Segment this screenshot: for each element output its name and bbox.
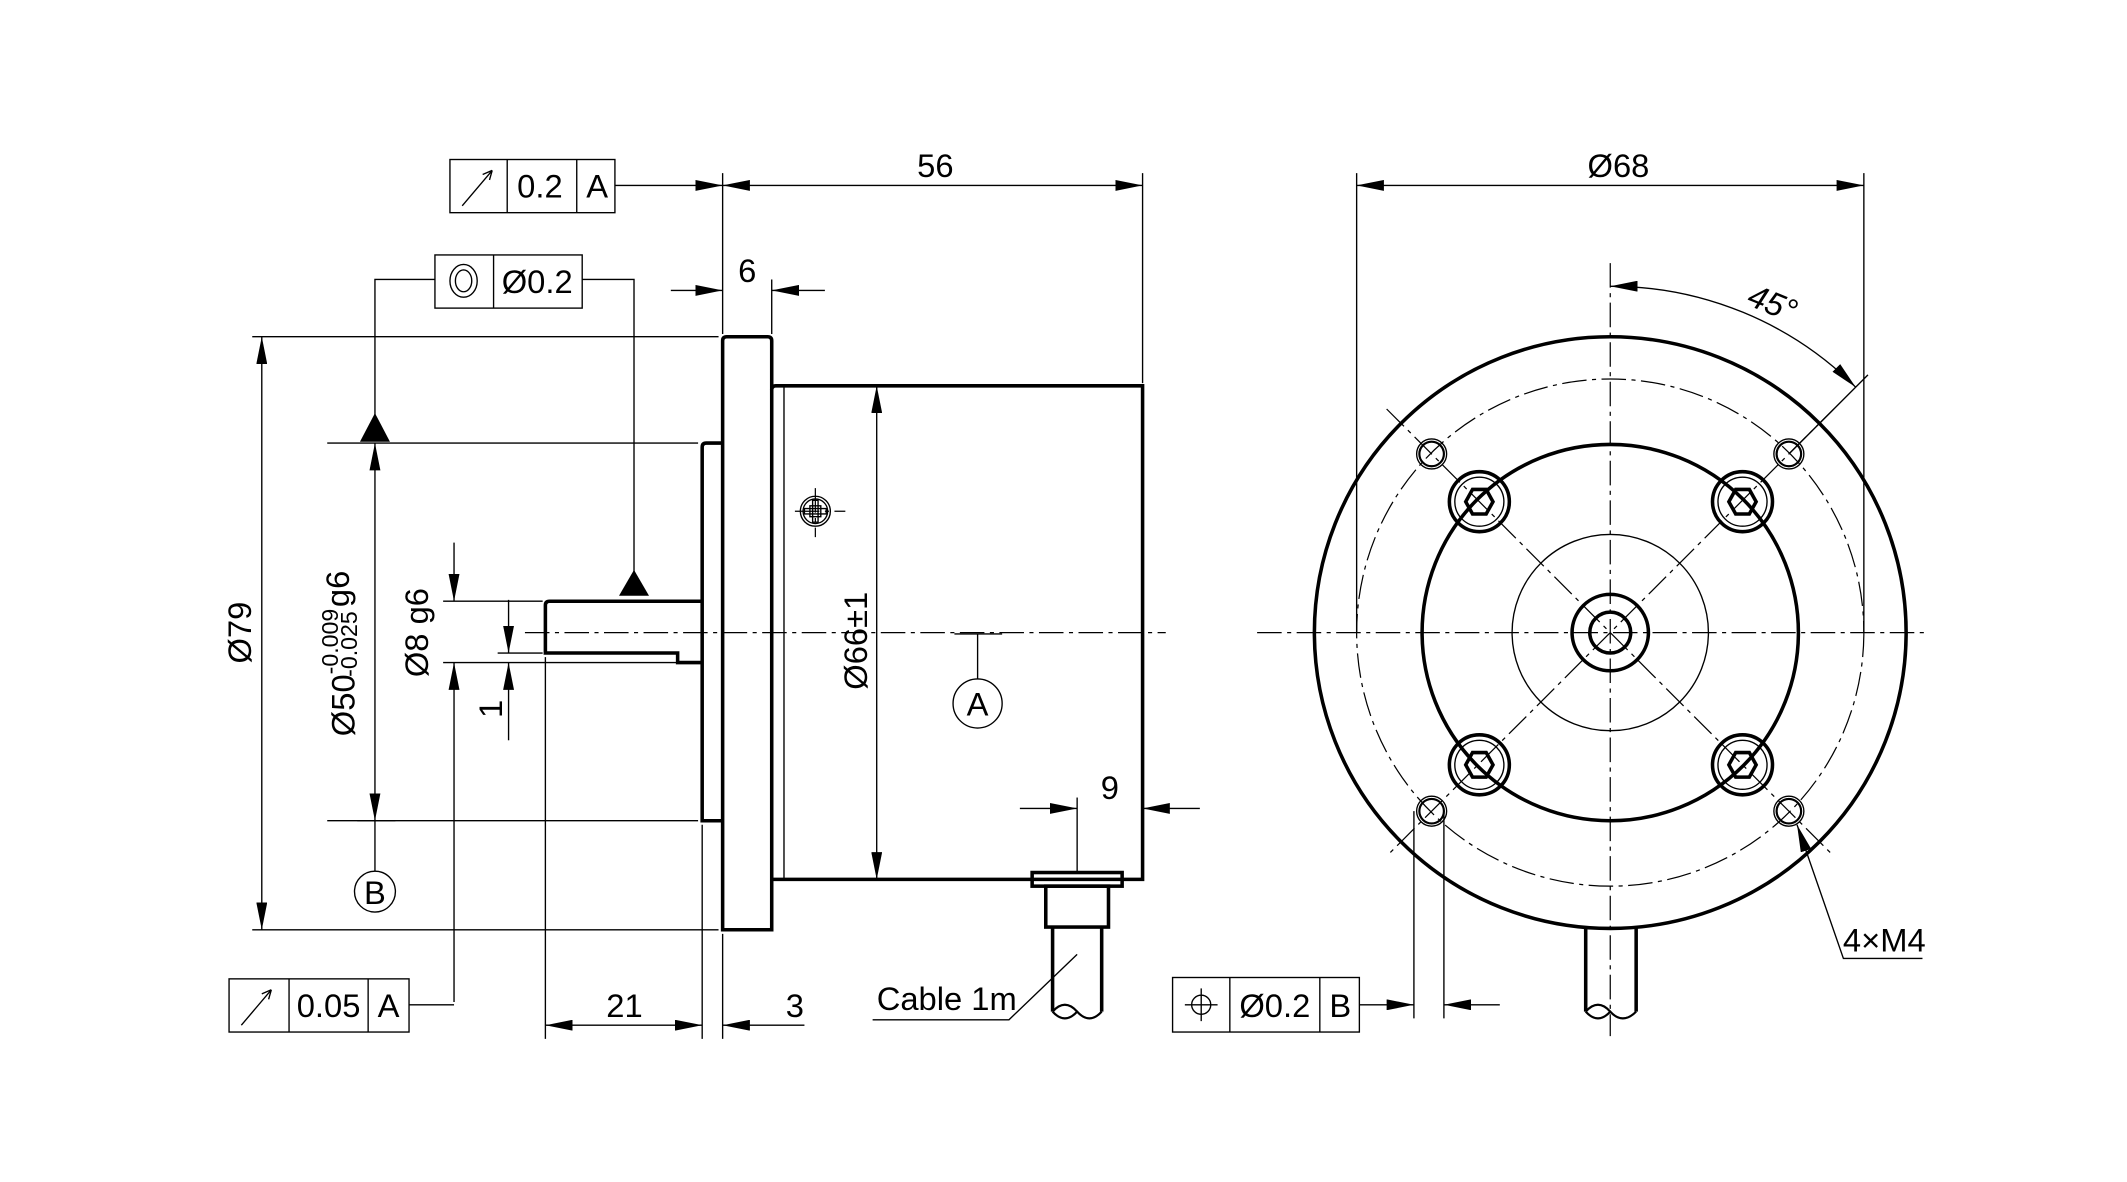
- dim-shaft-dia: Ø8 g6: [398, 588, 435, 677]
- hole-callout: 4×M4: [1843, 922, 1926, 959]
- dim-flange: 6: [738, 252, 756, 289]
- fcf-position: Ø0.2 B: [1171, 811, 1500, 1033]
- cable-label: Cable 1m: [877, 980, 1017, 1017]
- shaft-outline: [543, 599, 703, 665]
- flange-outline: [720, 334, 774, 932]
- svg-text:0.05: 0.05: [297, 987, 361, 1024]
- svg-text:Ø0.2: Ø0.2: [1239, 987, 1310, 1024]
- dim-cable-offset: 9: [1101, 769, 1119, 806]
- fcf-concentricity: Ø0.2: [374, 254, 650, 596]
- pilot-outline: [700, 441, 723, 823]
- screws: [1447, 469, 1775, 797]
- screw-icon: [794, 488, 846, 538]
- runout-icon: [461, 169, 493, 207]
- dim-angle: 45°: [1743, 276, 1803, 329]
- dim-length: 56: [917, 147, 953, 184]
- runout-icon: [240, 989, 272, 1026]
- datum-a-label: A: [967, 686, 989, 723]
- datum-triangle: [359, 413, 390, 442]
- svg-text:A: A: [378, 987, 400, 1024]
- dim-body-dia: Ø66±1: [837, 592, 874, 690]
- dim-pilot-dia: Ø50-0.009-0.025g6: [317, 571, 362, 737]
- fcf-runout-bottom: 0.05 A: [228, 978, 455, 1033]
- datum-triangle: [619, 569, 650, 596]
- dim-bolt-circle: Ø68: [1588, 147, 1650, 184]
- position-icon: [1184, 988, 1218, 1022]
- datum-b-label: B: [364, 874, 386, 911]
- svg-text:0.2: 0.2: [517, 168, 562, 205]
- side-view: Ø79 Ø50-0.009-0.025g6 B Ø8 g6 1 0.05 A: [221, 147, 1200, 1039]
- cable: [1583, 928, 1638, 1020]
- dim-flange-dia: Ø79: [221, 602, 258, 664]
- cable: [1030, 870, 1124, 1020]
- svg-text:A: A: [586, 168, 608, 205]
- fcf-runout-top: 0.2 A: [449, 158, 723, 214]
- concentricity-icon: [449, 263, 478, 298]
- svg-text:Ø0.2: Ø0.2: [502, 263, 573, 300]
- dim-shaft-length: 21: [606, 987, 642, 1024]
- dim-flat: 1: [472, 700, 509, 718]
- svg-text:B: B: [1329, 987, 1351, 1024]
- dim-pilot-length: 3: [786, 987, 804, 1024]
- front-view: Ø68 45° 4×M4 Ø0.2 B: [1171, 147, 1930, 1037]
- body-outline: [769, 384, 1145, 882]
